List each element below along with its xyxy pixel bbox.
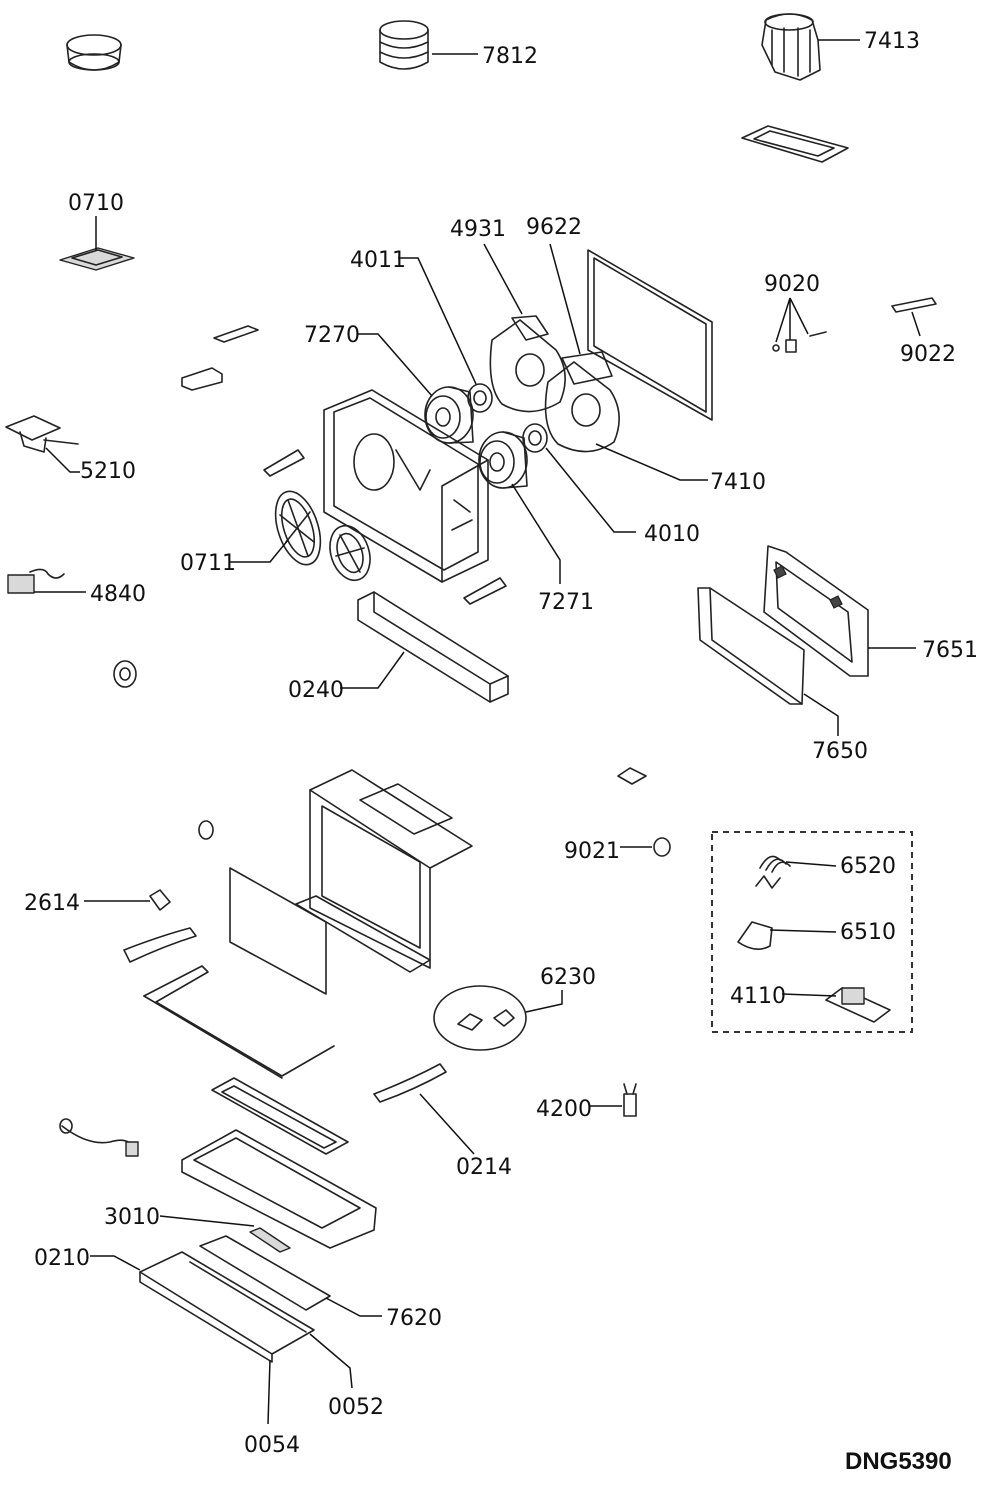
connector-6230 — [433, 985, 527, 1051]
collar-7812 — [379, 20, 429, 70]
capacitor-4200 — [623, 1083, 637, 1117]
clip-center — [617, 767, 647, 785]
connector-4840 — [7, 568, 65, 594]
fan-wheel-7271 — [478, 431, 528, 489]
label-4200: 4200 — [536, 1097, 592, 1122]
bracket-0214 — [373, 1063, 447, 1103]
valve-0710 — [59, 247, 135, 271]
label-0711: 0711 — [180, 551, 236, 576]
switch-bracket-5210 — [5, 415, 79, 453]
cover-panel — [229, 867, 327, 995]
motor-4011 — [467, 383, 493, 413]
filter-plate — [741, 125, 849, 163]
label-6510: 6510 — [840, 920, 896, 945]
label-0210: 0210 — [34, 1246, 90, 1271]
fan-wheel-7270 — [424, 386, 474, 444]
front-panel-0210 — [139, 1251, 315, 1363]
motor-frame — [323, 389, 489, 583]
label-0240: 0240 — [288, 678, 344, 703]
grease-filter-7650 — [697, 587, 805, 705]
panel-9622 — [587, 249, 713, 421]
wires-6520 — [755, 855, 791, 889]
label-9021: 9021 — [564, 839, 620, 864]
glass-7620 — [199, 1235, 331, 1311]
label-6230: 6230 — [540, 965, 596, 990]
collar-ring-unlabeled — [66, 34, 122, 71]
blower-housing-7410-b — [544, 351, 620, 453]
label-7650: 7650 — [812, 739, 868, 764]
bracket-small-b — [181, 367, 223, 391]
motor-4010 — [522, 423, 548, 453]
grille-0711b — [329, 524, 371, 582]
knob-9021 — [653, 837, 671, 857]
label-4011: 4011 — [350, 248, 406, 273]
bracket-9022 — [891, 297, 937, 313]
tray — [143, 965, 335, 1079]
leader-lines — [34, 39, 921, 1425]
label-0054: 0054 — [244, 1433, 300, 1458]
label-7620: 7620 — [386, 1306, 442, 1331]
grille-0711 — [274, 490, 322, 566]
lighting-kit-box — [711, 831, 913, 1033]
adapter-7413 — [761, 13, 821, 81]
clip-bottom — [463, 577, 507, 605]
channel-0240 — [357, 591, 509, 703]
label-7271: 7271 — [538, 590, 594, 615]
bar-3010 — [249, 1227, 291, 1253]
label-7812: 7812 — [482, 44, 538, 69]
grommet — [113, 660, 137, 688]
small-part-top — [198, 820, 214, 840]
label-0214: 0214 — [456, 1155, 512, 1180]
lamp-frame — [211, 1077, 349, 1155]
transformer-4110 — [825, 987, 891, 1023]
label-7413: 7413 — [864, 29, 920, 54]
bracket-small-a — [213, 325, 259, 343]
label-9020: 9020 — [764, 272, 820, 297]
clamp-9020 — [772, 331, 827, 353]
label-3010: 3010 — [104, 1205, 160, 1230]
filter-frame-7651 — [763, 545, 869, 677]
label-4010: 4010 — [644, 522, 700, 547]
drawing-code: DNG5390 — [845, 1448, 952, 1475]
label-4110: 4110 — [730, 984, 786, 1009]
label-2614: 2614 — [24, 891, 80, 916]
label-6520: 6520 — [840, 854, 896, 879]
clip-left — [263, 449, 305, 477]
lampholder-2614 — [149, 889, 171, 911]
part-labels: 7812 7413 0710 4931 9622 4011 9020 7270 … — [24, 29, 978, 1458]
label-4931: 4931 — [450, 217, 506, 242]
power-cable — [59, 1118, 139, 1157]
label-0710: 0710 — [68, 191, 124, 216]
bracket-curve-left — [123, 927, 197, 963]
label-9022: 9022 — [900, 342, 956, 367]
label-7651: 7651 — [922, 638, 978, 663]
label-7270: 7270 — [304, 323, 360, 348]
lamp-6510 — [737, 921, 773, 950]
outer-shell — [181, 1129, 377, 1249]
label-7410: 7410 — [710, 470, 766, 495]
label-9622: 9622 — [526, 215, 582, 240]
label-4840: 4840 — [90, 582, 146, 607]
label-0052: 0052 — [328, 1395, 384, 1420]
label-5210: 5210 — [80, 459, 136, 484]
lower-housing — [295, 769, 473, 973]
blower-housing-7410-a — [489, 315, 566, 413]
